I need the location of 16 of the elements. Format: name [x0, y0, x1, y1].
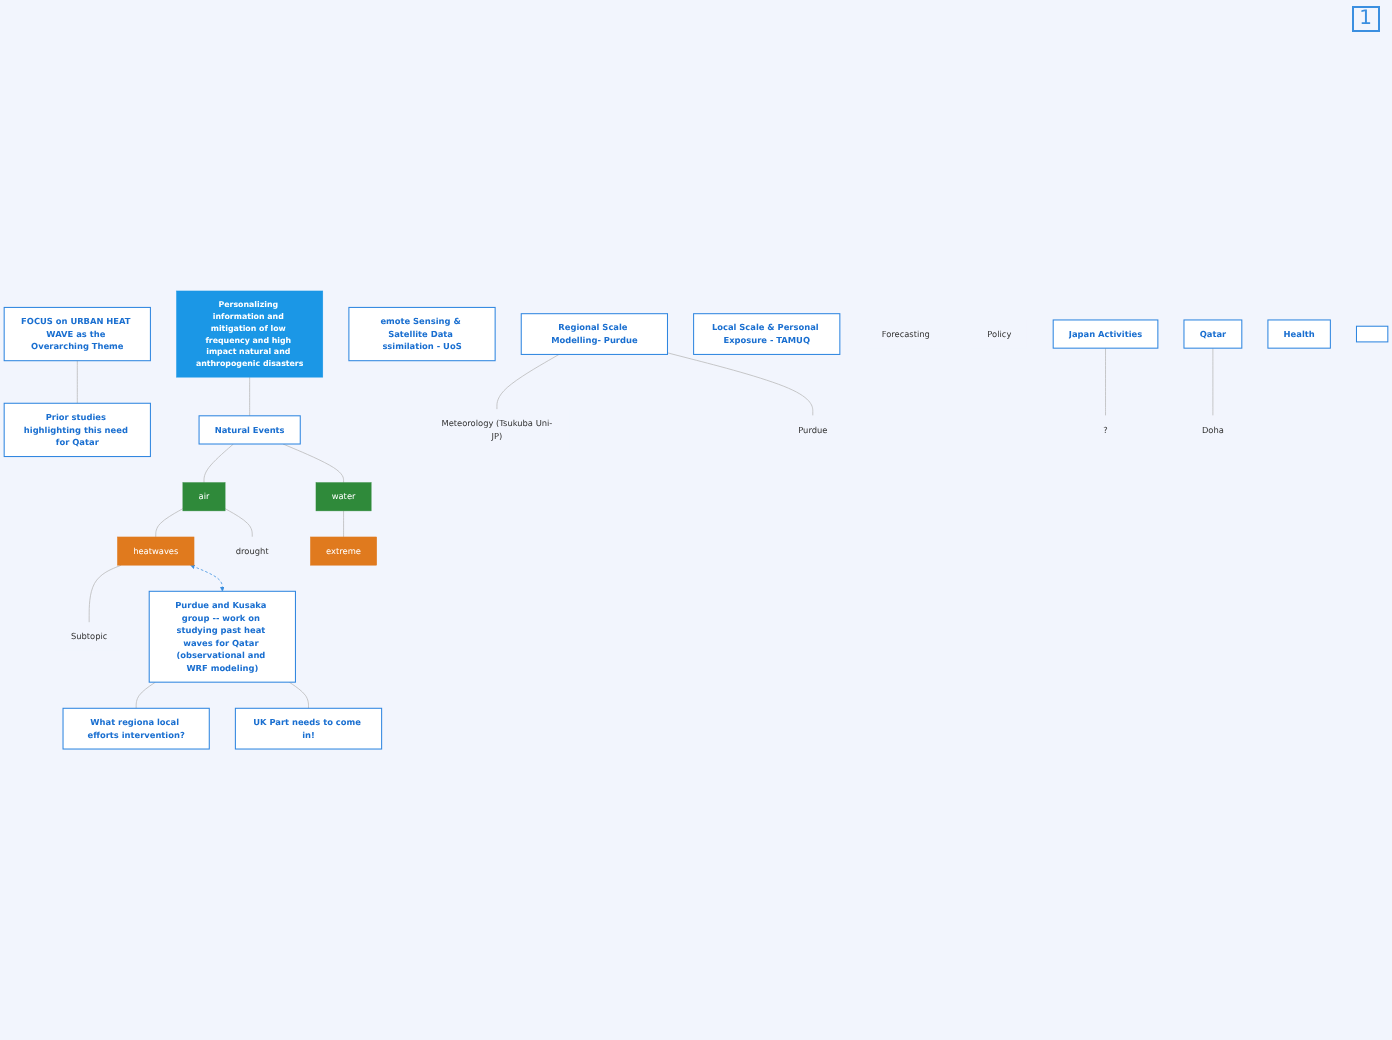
connector [288, 681, 309, 709]
connector [667, 352, 814, 417]
connector [76, 360, 78, 404]
connector [155, 508, 184, 538]
connector [203, 443, 234, 484]
connector [496, 354, 560, 410]
connector [88, 564, 122, 623]
connector [135, 681, 156, 709]
connector [249, 376, 251, 417]
connector [343, 510, 344, 538]
connector [1105, 347, 1106, 417]
note-count: 1 [1351, 6, 1380, 32]
connector [282, 443, 344, 484]
connector [224, 508, 253, 538]
connector [1212, 347, 1214, 417]
node-box [1355, 325, 1389, 343]
